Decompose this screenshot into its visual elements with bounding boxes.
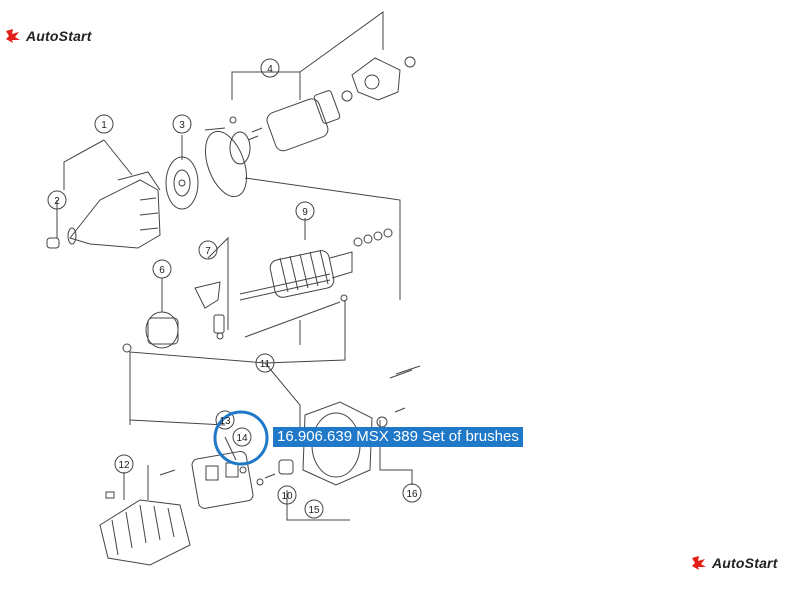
bushing — [278, 459, 294, 475]
leader-line — [103, 139, 133, 176]
leader-line — [129, 351, 266, 425]
callout-6: 6 — [159, 265, 165, 276]
leader-line — [299, 11, 384, 73]
callout-16: 16 — [406, 489, 418, 500]
solenoid-body — [266, 98, 329, 152]
leader-line — [286, 490, 350, 521]
callout-3: 3 — [179, 120, 185, 131]
drive-plate — [165, 156, 199, 210]
callout-11: 11 — [260, 359, 271, 370]
solenoid-cap — [351, 57, 401, 101]
brand-name: AutoStart — [712, 555, 778, 571]
shift-lever — [194, 281, 221, 309]
commutator-end-frame — [302, 401, 373, 486]
leader-line — [244, 177, 401, 300]
callout-14: 14 — [236, 433, 248, 444]
pinion — [145, 311, 179, 349]
leader-line — [264, 300, 346, 364]
logo-top: AutoStart — [4, 28, 92, 44]
brand-name: AutoStart — [26, 28, 92, 44]
leader-line — [207, 236, 229, 330]
brush-holder — [191, 450, 254, 509]
callout-1: 1 — [101, 120, 107, 131]
highlight-ring — [213, 410, 269, 466]
o-ring — [204, 130, 248, 198]
drive-housing — [69, 179, 161, 249]
callout-7: 7 — [205, 246, 211, 257]
callout-13: 13 — [219, 416, 231, 427]
part-tooltip[interactable]: 16.906.639 MSX 389 Set of brushes — [273, 427, 523, 447]
leader-line — [129, 419, 226, 426]
logo-bottom: AutoStart — [690, 555, 778, 571]
autostart-logo-icon — [692, 556, 706, 570]
autostart-logo-icon — [6, 29, 20, 43]
leader-line — [63, 139, 105, 190]
callout-2: 2 — [54, 196, 60, 207]
callout-4: 4 — [267, 64, 273, 75]
callout-9: 9 — [302, 207, 308, 218]
callout-15: 15 — [308, 505, 320, 516]
leader-line — [264, 362, 301, 430]
leader-line — [231, 71, 270, 100]
field-coils — [99, 499, 191, 566]
callout-12: 12 — [118, 460, 130, 471]
callout-10: 10 — [281, 491, 293, 502]
armature — [239, 279, 331, 301]
